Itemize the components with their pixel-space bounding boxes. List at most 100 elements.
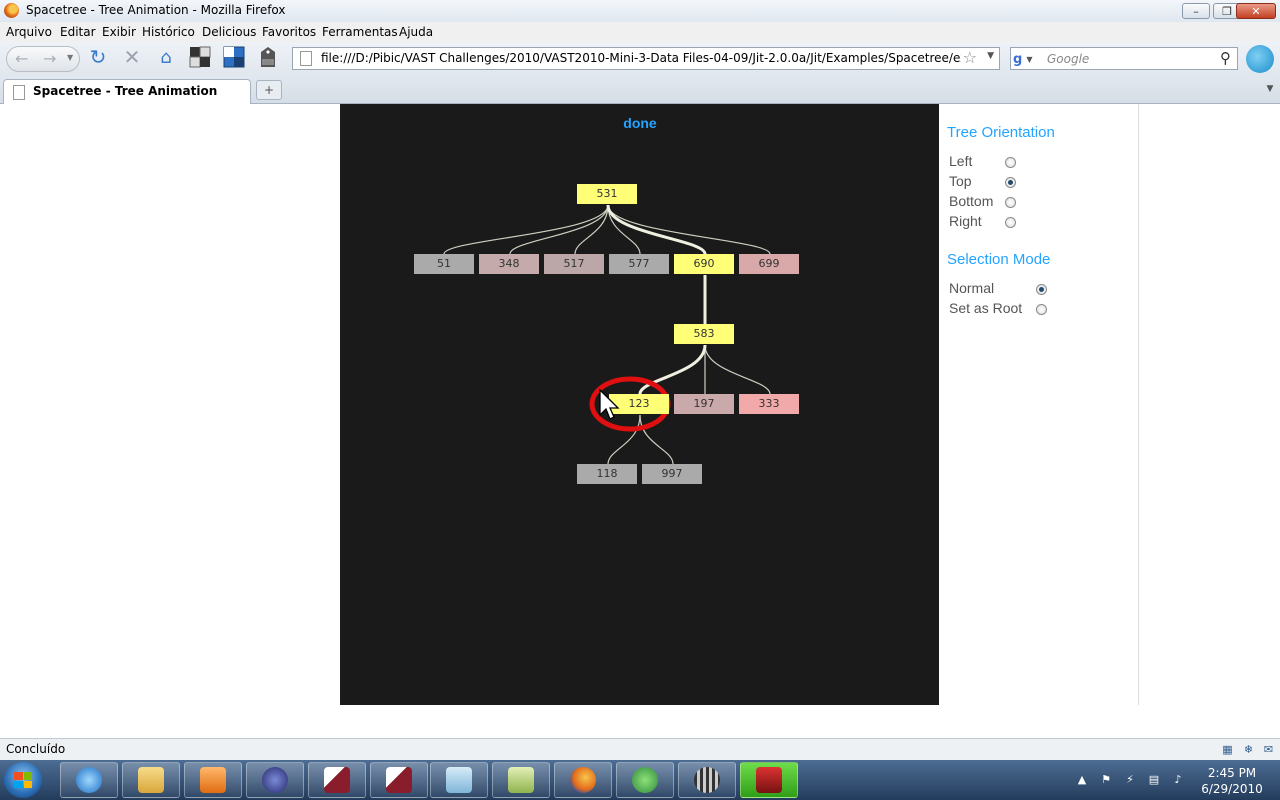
page-icon — [300, 51, 312, 66]
search-input[interactable]: Google — [1047, 52, 1090, 66]
home-icon[interactable]: ⌂ — [160, 46, 172, 68]
orientation-right-label: Right — [949, 213, 982, 229]
menu-exibir[interactable]: Exibir — [102, 25, 136, 39]
new-tab-button[interactable]: + — [256, 80, 282, 100]
tree-node[interactable]: 51 — [414, 254, 474, 274]
taskbar-recorder[interactable] — [740, 762, 798, 798]
tray-expand-icon[interactable]: ▲ — [1077, 773, 1087, 786]
media-player-icon — [200, 767, 226, 793]
tray-volume-icon[interactable]: ♪ — [1174, 773, 1182, 786]
search-icon[interactable]: ⚲ — [1220, 49, 1231, 67]
selection-root-label: Set as Root — [949, 300, 1023, 316]
search-engine-icon[interactable]: g▼ — [1013, 51, 1033, 67]
history-dropdown-icon[interactable]: ▼ — [67, 53, 74, 62]
menu-editar[interactable]: Editar — [60, 25, 96, 39]
tree-node[interactable]: 583 — [674, 324, 734, 344]
menu-ferramentas[interactable]: Ferramentas — [322, 25, 398, 39]
addon-grid-icon[interactable]: ▦ — [1222, 743, 1233, 756]
tab-spacetree[interactable]: Spacetree - Tree Animation — [3, 79, 251, 104]
clock-time: 2:45 PM — [1207, 766, 1257, 780]
tree-canvas[interactable]: done 531 51 348 517 577 690 699 583 123 … — [340, 104, 939, 705]
tree-node[interactable]: 197 — [674, 394, 734, 414]
tray-network-icon[interactable]: ▤ — [1148, 773, 1160, 786]
taskbar-globe[interactable] — [678, 762, 736, 798]
edge-531-51 — [443, 204, 609, 255]
tree-node[interactable]: 348 — [479, 254, 539, 274]
stop-icon[interactable]: ✕ — [123, 45, 141, 69]
menu-ajuda[interactable]: Ajuda — [399, 25, 434, 39]
tree-edges — [443, 204, 771, 465]
tree-node[interactable]: 123 — [609, 394, 669, 414]
snowflake-icon[interactable]: ❄ — [1243, 743, 1254, 756]
taskbar-app-1[interactable] — [308, 762, 366, 798]
menu-bar: Arquivo Editar Exibir Histórico Deliciou… — [0, 22, 1280, 42]
selection-normal-label: Normal — [949, 280, 995, 296]
menu-historico[interactable]: Histórico — [142, 25, 195, 39]
skype-icon[interactable] — [1246, 45, 1274, 73]
minimize-button[interactable]: – — [1182, 3, 1210, 19]
tree-node[interactable]: 577 — [609, 254, 669, 274]
url-input[interactable]: file:///D:/Pibic/VAST Challenges/2010/VA… — [321, 51, 961, 65]
tab-list-icon[interactable]: ▼ — [1266, 84, 1274, 94]
edge-531-690 — [606, 204, 707, 255]
title-bar: Spacetree - Tree Animation - Mozilla Fir… — [0, 0, 1280, 22]
taskbar-ie[interactable] — [60, 762, 118, 798]
orientation-bottom-radio[interactable] — [1005, 197, 1016, 208]
orientation-left-radio[interactable] — [1005, 157, 1016, 168]
address-bar[interactable]: file:///D:/Pibic/VAST Challenges/2010/VA… — [292, 47, 1000, 70]
orientation-right-radio[interactable] — [1005, 217, 1016, 228]
tree-node[interactable]: 517 — [544, 254, 604, 274]
grid-icon — [189, 46, 211, 68]
search-box[interactable]: g▼ Google ⚲ — [1010, 47, 1238, 70]
reload-icon[interactable]: ↻ — [89, 45, 107, 69]
taskbar-media[interactable] — [184, 762, 242, 798]
orientation-bottom-label: Bottom — [949, 193, 994, 209]
tag-icon[interactable] — [256, 46, 280, 68]
edge-531-699 — [607, 204, 771, 255]
menu-delicious[interactable]: Delicious — [202, 25, 257, 39]
bookmark-star-icon[interactable]: ☆ — [962, 48, 977, 67]
close-button[interactable]: ✕ — [1236, 3, 1276, 19]
taskbar-notepad[interactable] — [430, 762, 488, 798]
taskbar-messenger[interactable] — [616, 762, 674, 798]
delicious-icon[interactable] — [222, 46, 246, 68]
start-button[interactable] — [4, 762, 42, 798]
taskbar-firefox[interactable] — [554, 762, 612, 798]
edge-583-123 — [638, 344, 707, 395]
notepad-icon — [446, 767, 472, 793]
tree-node[interactable]: 531 — [577, 184, 637, 204]
taskbar-eclipse[interactable] — [246, 762, 304, 798]
tree-node[interactable]: 333 — [739, 394, 799, 414]
forward-arrow-icon[interactable]: → — [43, 49, 57, 68]
mail-icon[interactable]: ✉ — [1263, 743, 1274, 756]
tab-title: Spacetree - Tree Animation — [33, 84, 218, 98]
orientation-top-radio[interactable] — [1005, 177, 1016, 188]
folder-icon — [138, 767, 164, 793]
tree-node[interactable]: 690 — [674, 254, 734, 274]
map-icon — [508, 767, 534, 793]
edge-123-997 — [639, 414, 674, 465]
right-panel: Tree Orientation Left Top Bottom Right S… — [939, 104, 1139, 705]
tray-flag-icon[interactable]: ⚑ — [1101, 773, 1111, 786]
selection-root-radio[interactable] — [1036, 304, 1047, 315]
url-dropdown-icon[interactable]: ▼ — [987, 51, 994, 61]
tree-node[interactable]: 118 — [577, 464, 637, 484]
tree-node[interactable]: 699 — [739, 254, 799, 274]
selection-normal-radio[interactable] — [1036, 284, 1047, 295]
menu-arquivo[interactable]: Arquivo — [6, 25, 52, 39]
tree-node[interactable]: 997 — [642, 464, 702, 484]
taskbar-app-2[interactable] — [370, 762, 428, 798]
bookmark-toolbar-icon[interactable] — [188, 46, 212, 68]
taskbar-maps[interactable] — [492, 762, 550, 798]
app-triangle-icon — [324, 767, 350, 793]
messenger-icon — [632, 767, 658, 793]
edge-123-118 — [607, 414, 641, 465]
firefox-icon — [570, 767, 596, 793]
tray-power-icon[interactable]: ⚡ — [1126, 773, 1134, 786]
taskbar-explorer[interactable] — [122, 762, 180, 798]
eclipse-icon — [262, 767, 288, 793]
clock-date: 6/29/2010 — [1201, 782, 1263, 796]
tray-clock[interactable]: 2:45 PM 6/29/2010 — [1190, 765, 1274, 797]
menu-favoritos[interactable]: Favoritos — [262, 25, 317, 39]
back-arrow-icon[interactable]: ← — [15, 49, 29, 68]
